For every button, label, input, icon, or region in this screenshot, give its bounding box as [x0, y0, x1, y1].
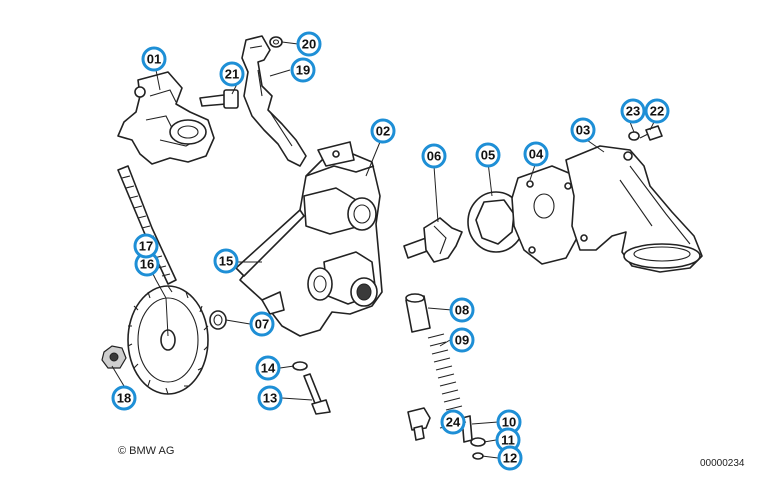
callout-08: 08	[449, 297, 475, 323]
callout-03-label: 03	[576, 123, 590, 138]
callout-19-label: 19	[296, 63, 310, 78]
callout-01-label: 01	[147, 52, 161, 67]
part-nut	[101, 345, 127, 369]
callout-05: 05	[475, 142, 501, 168]
part-sprocket	[127, 285, 209, 395]
callout-21: 21	[219, 61, 245, 87]
callout-21-label: 21	[225, 67, 239, 82]
diagram-id-text: 00000234	[700, 458, 745, 469]
callout-10-label: 10	[502, 415, 516, 430]
callout-13-label: 13	[263, 391, 277, 406]
callout-22: 22	[644, 98, 670, 124]
copyright-text: © BMW AG	[118, 445, 175, 457]
callout-24: 24	[440, 409, 466, 435]
callout-04: 04	[523, 141, 549, 167]
part-oil-pipe	[199, 35, 307, 167]
callout-09: 09	[449, 327, 475, 353]
part-bracket-housing	[117, 71, 215, 165]
callout-11-label: 11	[501, 433, 515, 448]
part-outer-rotor	[467, 191, 525, 253]
callout-09-label: 09	[455, 333, 469, 348]
callout-03: 03	[570, 117, 596, 143]
callout-17-label: 17	[139, 239, 153, 254]
part-relief-valve	[405, 293, 463, 411]
callout-15-label: 15	[219, 254, 233, 269]
callout-12-label: 12	[503, 451, 517, 466]
part-pickup-housing	[565, 145, 703, 273]
callout-14: 14	[255, 355, 281, 381]
callout-19: 19	[290, 57, 316, 83]
callout-20-label: 20	[302, 37, 316, 52]
part-oil-pump-body	[235, 141, 383, 337]
callout-06: 06	[421, 143, 447, 169]
callout-04-label: 04	[529, 147, 544, 162]
callout-06-label: 06	[427, 149, 441, 164]
callout-20: 20	[296, 31, 322, 57]
callout-17: 17	[133, 233, 159, 259]
callout-07-label: 07	[255, 317, 269, 332]
part-timing-chain	[117, 165, 177, 285]
callout-08-label: 08	[455, 303, 469, 318]
part-bolt-bottom	[292, 361, 331, 415]
callout-13: 13	[257, 385, 283, 411]
callout-18: 18	[111, 385, 137, 411]
part-o-ring	[209, 310, 227, 330]
callout-12: 12	[497, 445, 523, 471]
callout-01: 01	[141, 46, 167, 72]
callout-02: 02	[370, 118, 396, 144]
callout-23-label: 23	[626, 104, 640, 119]
part-inner-rotor	[403, 217, 463, 263]
callout-18-label: 18	[117, 391, 131, 406]
callout-22-label: 22	[650, 104, 664, 119]
callout-05-label: 05	[481, 148, 495, 163]
callout-02-label: 02	[376, 124, 390, 139]
callout-16-label: 16	[140, 257, 154, 272]
callout-14-label: 14	[261, 361, 276, 376]
callout-23: 23	[620, 98, 646, 124]
callout-07: 07	[249, 311, 275, 337]
leader-lines	[111, 41, 655, 459]
callout-15: 15	[213, 248, 239, 274]
callout-24-label: 24	[446, 415, 461, 430]
part-bolt-washer	[628, 125, 663, 141]
